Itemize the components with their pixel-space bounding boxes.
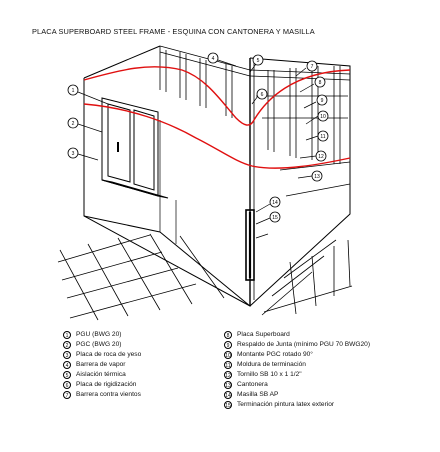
legend-number-icon: 4 — [63, 361, 71, 369]
callout-marker: 7 — [306, 60, 318, 72]
legend-item: 14 Masilla SB AP — [224, 390, 370, 400]
svg-text:14: 14 — [272, 200, 278, 206]
legend-item: 13 Cantonera — [224, 380, 370, 390]
callout-marker: 6 — [256, 88, 268, 100]
svg-text:6: 6 — [261, 92, 264, 98]
legend-item: 4 Barrera de vapor — [63, 360, 141, 370]
callout-marker: 12 — [315, 150, 327, 162]
svg-text:4: 4 — [212, 56, 215, 62]
callout-marker: 11 — [317, 130, 329, 142]
legend-number-icon: 8 — [224, 331, 232, 339]
svg-text:9: 9 — [321, 98, 324, 104]
legend-label: Aislación térmica — [76, 371, 126, 378]
callout-marker: 4 — [207, 52, 219, 64]
legend-label: Placa Superboard — [237, 331, 290, 338]
callout-marker: 2 — [67, 117, 79, 129]
page-title: PLACA SUPERBOARD STEEL FRAME - ESQUINA C… — [32, 27, 315, 36]
legend-label: PGC (BWG 20) — [76, 341, 122, 348]
legend-number-icon: 14 — [224, 391, 232, 399]
legend-number-icon: 2 — [63, 341, 71, 349]
legend-number-icon: 10 — [224, 351, 232, 359]
callout-marker: 10 — [317, 110, 329, 122]
legend-item: 15 Terminación pintura latex exterior — [224, 400, 370, 410]
legend-item: 9 Respaldo de Junta (mínimo PGU 70 BWG20) — [224, 340, 370, 350]
right-wall-studs — [249, 66, 351, 164]
legend-left: 1 PGU (BWG 20) 2 PGC (BWG 20) 3 Placa de roca… — [63, 330, 141, 400]
left-wall-studs — [159, 45, 251, 118]
legend-label: Montante PGC rotado 90° — [237, 351, 313, 358]
legend-item: 2 PGC (BWG 20) — [63, 340, 141, 350]
legend-item: 7 Barrera contra vientos — [63, 390, 141, 400]
legend-number-icon: 11 — [224, 361, 232, 369]
svg-text:3: 3 — [72, 151, 75, 157]
callout-marker: 1 — [67, 84, 79, 96]
svg-text:10: 10 — [320, 114, 326, 120]
legend-number-icon: 9 — [224, 341, 232, 349]
legend-label: Placa de rigidización — [76, 381, 137, 388]
svg-text:2: 2 — [72, 121, 75, 127]
legend-label: Respaldo de Junta (mínimo PGU 70 BWG20) — [237, 341, 371, 348]
svg-text:11: 11 — [320, 134, 325, 140]
legend-number-icon: 15 — [224, 401, 232, 409]
leader-lines — [77, 59, 319, 239]
svg-text:15: 15 — [272, 215, 278, 221]
callout-marker: 15 — [269, 211, 281, 223]
svg-text:1: 1 — [72, 88, 75, 94]
svg-text:5: 5 — [257, 58, 260, 64]
legend-item: 8 Placa Superboard — [224, 330, 370, 340]
callout-marker: 9 — [316, 94, 328, 106]
callout-marker: 8 — [314, 76, 326, 88]
svg-text:13: 13 — [314, 174, 320, 180]
legend-item: 3 Placa de roca de yeso — [63, 350, 141, 360]
corner-cantonera — [245, 58, 255, 306]
svg-text:8: 8 — [319, 80, 322, 86]
legend-label: Tornillo SB 10 x 1 1/2" — [237, 371, 302, 378]
legend-label: PGU (BWG 20) — [76, 331, 122, 338]
legend-label: Cantonera — [237, 381, 268, 388]
floor-tiles-right — [261, 239, 353, 316]
section-cut-line-lower — [83, 103, 351, 169]
svg-text:12: 12 — [318, 154, 324, 160]
svg-text:7: 7 — [311, 64, 314, 70]
legend-number-icon: 6 — [63, 381, 71, 389]
callout-markers: 1 2 3 4 5 6 7 8 9 10 11 12 13 14 15 — [67, 52, 329, 223]
legend-label: Barrera contra vientos — [76, 391, 141, 398]
callout-marker: 13 — [311, 170, 323, 182]
legend-number-icon: 5 — [63, 371, 71, 379]
window — [101, 97, 169, 199]
legend-item: 5 Aislación térmica — [63, 370, 141, 380]
legend-label: Barrera de vapor — [76, 361, 126, 368]
legend-item: 1 PGU (BWG 20) — [63, 330, 141, 340]
legend-number-icon: 3 — [63, 351, 71, 359]
legend-right: 8 Placa Superboard 9 Respaldo de Junta (mín… — [224, 330, 370, 410]
right-wall-outline — [249, 57, 351, 307]
legend-number-icon: 12 — [224, 371, 232, 379]
legend-item: 11 Moldura de terminación — [224, 360, 370, 370]
legend-label: Terminación pintura latex exterior — [237, 401, 335, 408]
callout-marker: 3 — [67, 147, 79, 159]
legend-item: 10 Montante PGC rotado 90° — [224, 350, 370, 360]
legend-number-icon: 13 — [224, 381, 232, 389]
legend-item: 12 Tornillo SB 10 x 1 1/2" — [224, 370, 370, 380]
legend-label: Placa de roca de yeso — [76, 351, 142, 358]
legend-number-icon: 1 — [63, 331, 71, 339]
legend-item: 6 Placa de rigidización — [63, 380, 141, 390]
legend-number-icon: 7 — [63, 391, 71, 399]
legend-label: Moldura de terminación — [237, 361, 306, 368]
callout-marker: 5 — [252, 54, 264, 66]
callout-marker: 14 — [269, 196, 281, 208]
legend-label: Masilla SB AP — [237, 391, 279, 398]
section-cut-line — [83, 66, 351, 126]
